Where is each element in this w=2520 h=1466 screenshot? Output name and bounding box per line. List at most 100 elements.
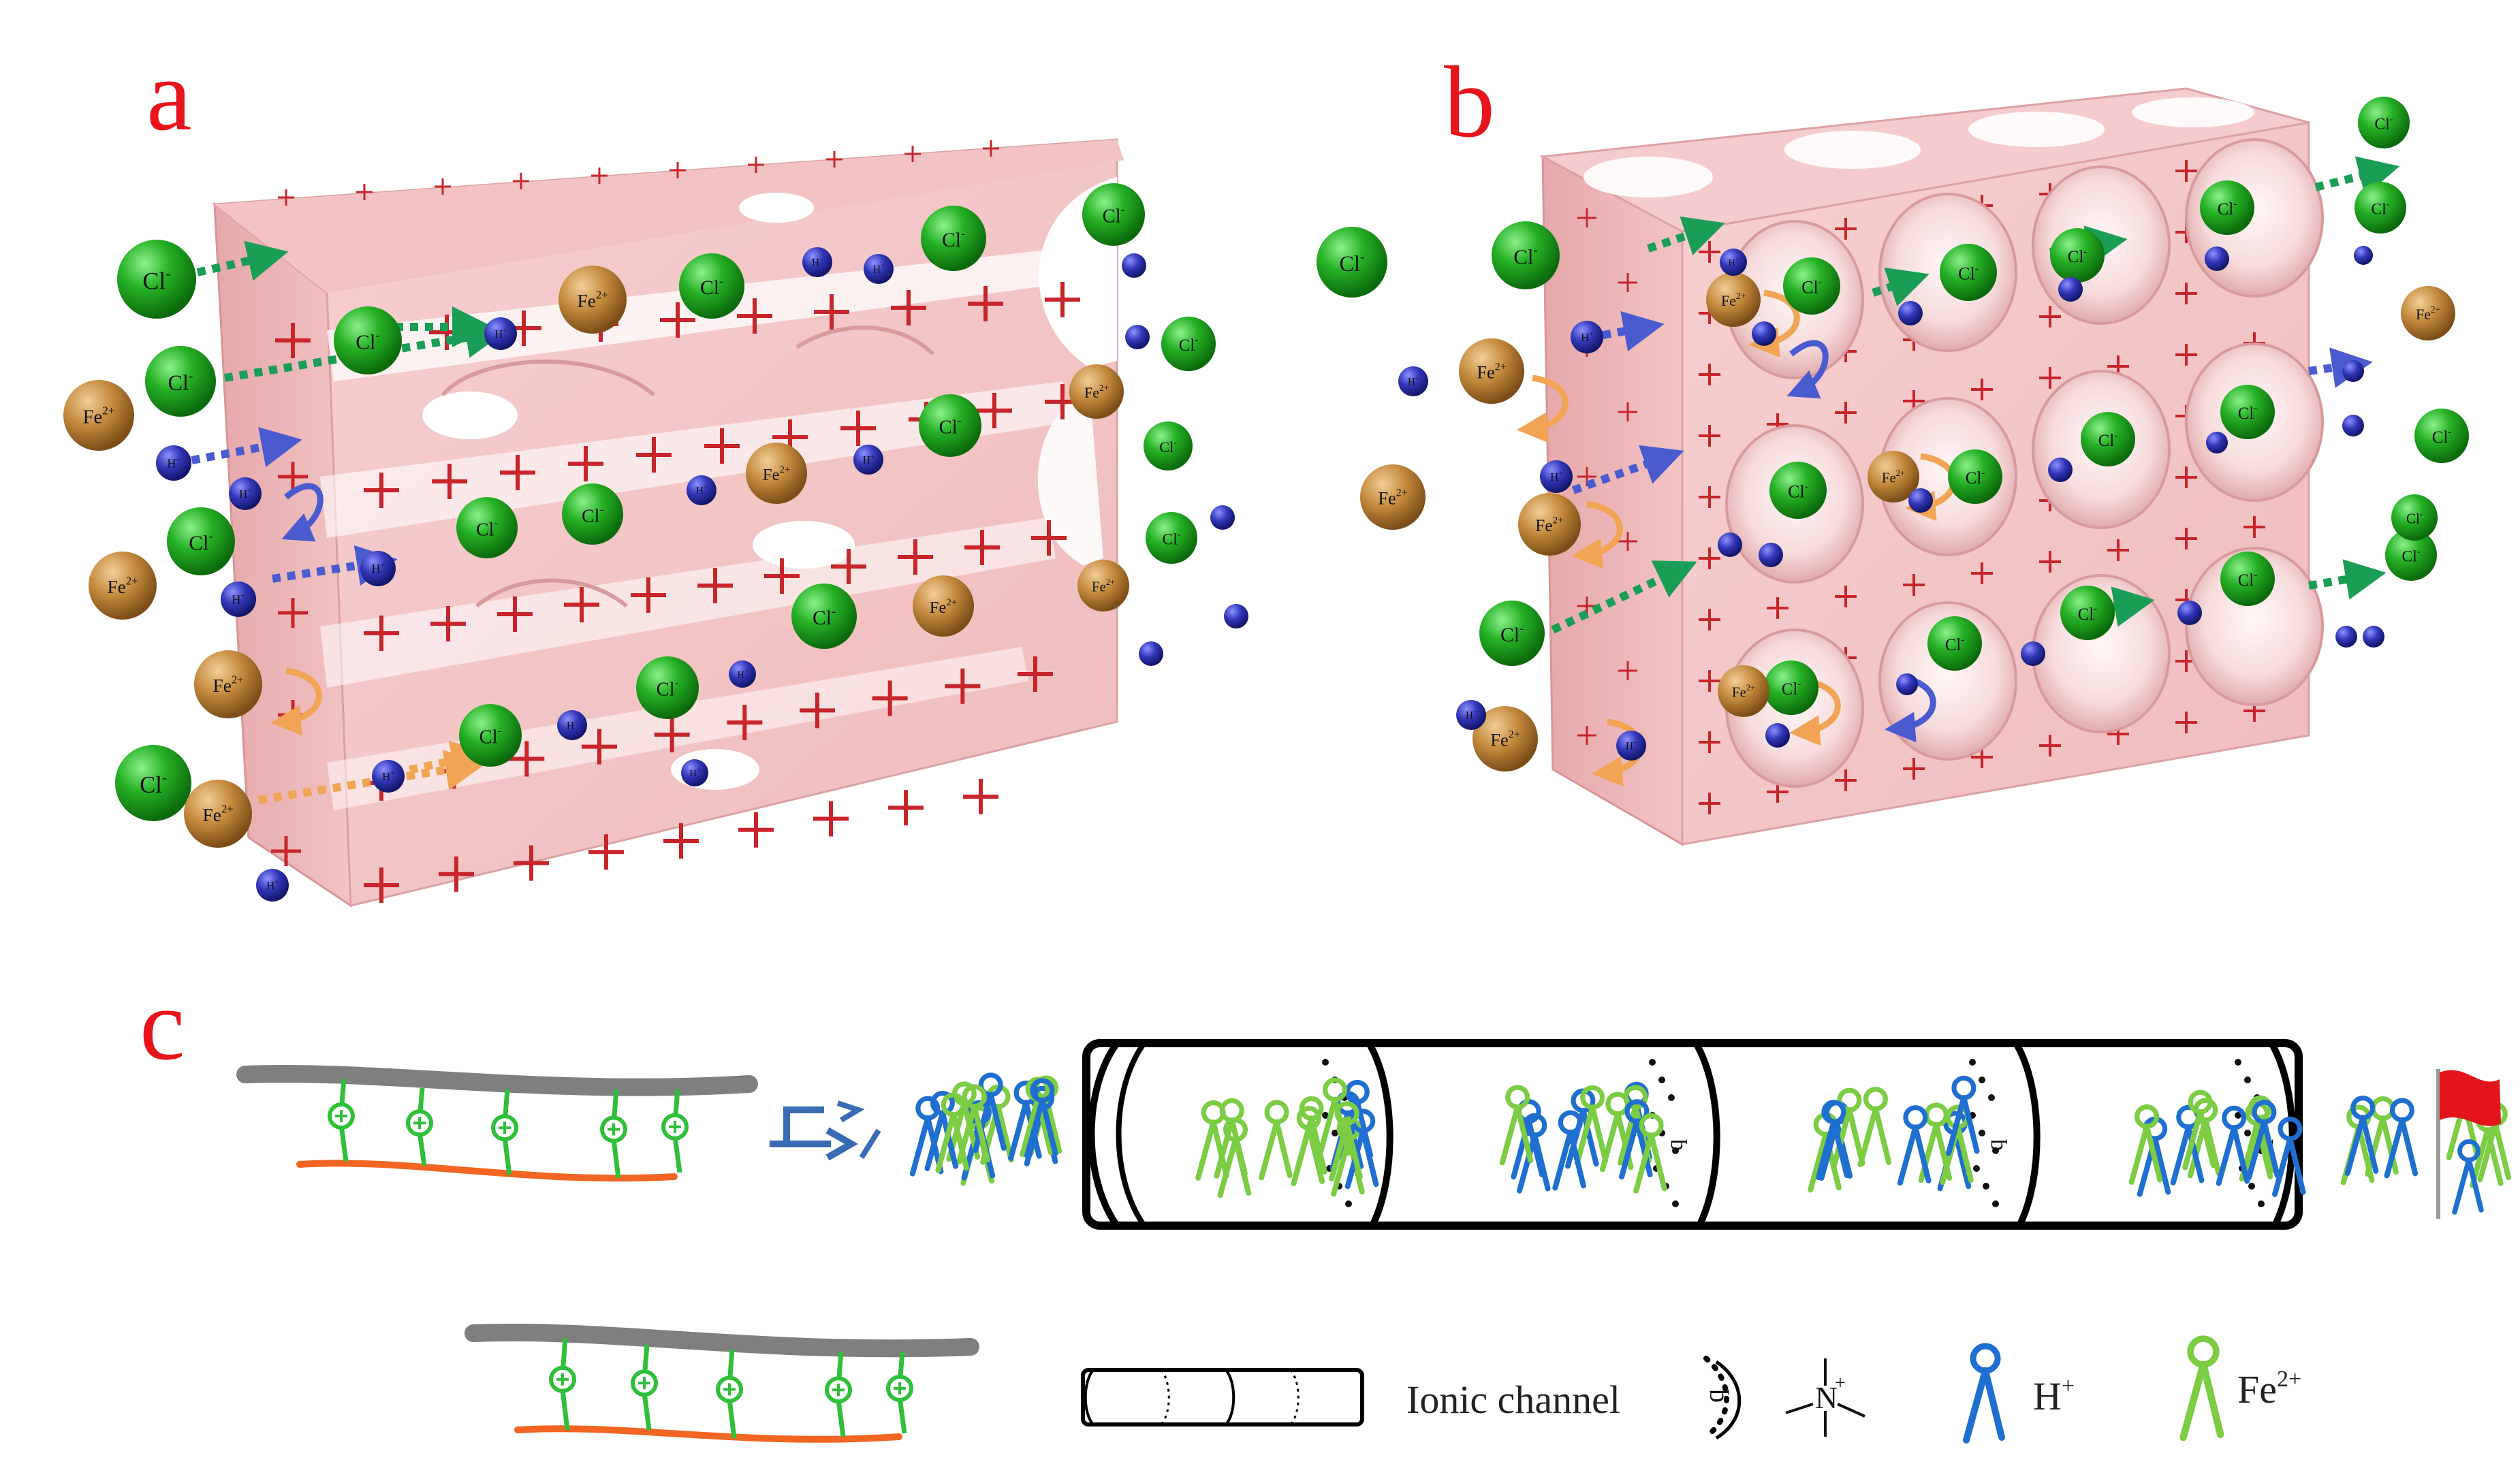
- h-figure-icon: [2216, 1105, 2250, 1186]
- plus-charge-icon: [497, 596, 533, 632]
- h-ion-icon: H+: [853, 445, 883, 475]
- cl-ion-icon: Cl-: [2081, 412, 2135, 466]
- ion-symbol: H: [1408, 377, 1415, 388]
- plus-charge-icon: [1577, 208, 1596, 227]
- fe-figure-icon: [1259, 1100, 1293, 1181]
- plus-charge-icon: [660, 302, 695, 338]
- ion-charge: -: [1975, 263, 1979, 274]
- plus-charge-icon: [364, 473, 399, 508]
- ion-charge: 2+: [596, 289, 608, 302]
- plus-charge-icon: [439, 856, 474, 892]
- plus-charge-icon: [831, 549, 866, 584]
- ion-symbol: H: [567, 720, 574, 732]
- h-figure-icon: [1816, 1100, 1850, 1181]
- ion-symbol: H: [696, 485, 704, 497]
- plus-charge-icon: [500, 455, 535, 490]
- membrane-a-right-opening-2: [1037, 388, 1103, 565]
- ion-symbol: Cl: [2078, 605, 2094, 624]
- legend-h-charge: +: [2062, 1373, 2075, 1399]
- plus-charge-icon: [1835, 586, 1857, 607]
- ion-charge: -: [376, 329, 380, 343]
- ion-label: Cl-: [2238, 403, 2257, 423]
- ion-symbol: Cl: [1966, 469, 1982, 488]
- fe-figure-icon: [1857, 1087, 1892, 1168]
- ion-charge: +: [1558, 470, 1562, 477]
- h-ion-icon: H+: [802, 247, 832, 277]
- legend-h-plus-label: H+: [2033, 1373, 2075, 1418]
- ion-charge: -: [2390, 114, 2393, 125]
- fixed-charge-dot: [1332, 1130, 1338, 1136]
- ion-charge: +: [274, 878, 279, 886]
- ion-symbol: Cl: [1788, 482, 1805, 502]
- legend-fe-text: Fe: [2237, 1367, 2277, 1412]
- cl-ion-icon: Cl-: [562, 483, 623, 545]
- ion-symbol: H: [239, 488, 247, 500]
- migration-arrow-icon: [258, 750, 486, 804]
- linker-charge-icon: [716, 1349, 743, 1439]
- ion-label: H+: [1626, 739, 1637, 752]
- ion-symbol: Fe: [1490, 730, 1508, 750]
- ion-label: Cl-: [1103, 204, 1125, 227]
- ion-charge: +: [1415, 375, 1419, 382]
- ion-label: Fe2+: [107, 575, 138, 597]
- ion-charge: -: [2254, 570, 2257, 581]
- plus-charge-icon: [963, 779, 998, 814]
- ion-label: H+: [371, 561, 384, 575]
- ion-label: Cl-: [1340, 250, 1365, 276]
- ion-charge: -: [1360, 250, 1364, 264]
- ion-symbol: Cl: [2372, 201, 2387, 219]
- linker-charge-icon: [491, 1089, 518, 1175]
- cl-ion-icon: Cl-: [1146, 512, 1197, 564]
- flag-icon: [2436, 1069, 2501, 1219]
- fe-ion-icon: Fe2+: [558, 266, 627, 334]
- legend-ionic-channel-label: Ionic channel: [1406, 1377, 1620, 1422]
- hopping-arrow-icon: [270, 667, 322, 736]
- plus-charge-icon: [1699, 670, 1720, 692]
- plus-charge-icon: [1618, 273, 1637, 292]
- ion-symbol: Cl: [1513, 245, 1533, 269]
- fe-ion-icon: Fe2+: [1518, 493, 1581, 556]
- ion-charge: +: [240, 592, 245, 600]
- ion-symbol: Cl: [2402, 548, 2418, 566]
- cl-ion-icon: Cl-: [2385, 529, 2437, 581]
- h-figure-icon: [2246, 1100, 2280, 1181]
- ion-label: H+: [1550, 470, 1562, 483]
- plus-charge-icon: [278, 189, 294, 206]
- cl-ion-icon: Cl-: [115, 745, 191, 821]
- transfer-arrow-icon: [770, 1100, 881, 1161]
- h-ion-icon: H+: [360, 551, 396, 586]
- ion-charge: -: [2094, 604, 2097, 615]
- ion-charge: -: [166, 265, 170, 281]
- ion-symbol: Cl: [356, 330, 375, 354]
- h-ion-icon: [2205, 246, 2229, 271]
- ion-label: Cl-: [1958, 263, 1979, 284]
- fe-figure-icon: [1574, 1085, 1609, 1166]
- h-figure-icon: [1945, 1075, 1980, 1156]
- linker-charge-icon: [549, 1337, 576, 1431]
- h-ion-icon: [1718, 532, 1742, 557]
- ion-charge: -: [599, 503, 603, 516]
- ion-label: Cl-: [1966, 468, 1985, 488]
- ion-charge: 2+: [126, 575, 138, 588]
- cl-ion-icon: Cl-: [1927, 616, 1982, 671]
- ion-symbol: Cl: [2238, 571, 2254, 590]
- ion-charge: -: [2233, 199, 2237, 210]
- ion-figures-in-channel: [909, 1072, 2512, 1215]
- plus-charge-icon: [1835, 218, 1857, 240]
- ion-label: Cl-: [2238, 570, 2257, 590]
- fe-ion-icon: Fe2+: [1360, 464, 1426, 530]
- ion-symbol: H: [1550, 471, 1558, 483]
- fe-ion-icon: Fe2+: [194, 650, 262, 718]
- ion-label: Cl-: [1782, 679, 1801, 699]
- ion-charge: -: [1534, 244, 1538, 258]
- plus-charge-icon: [430, 606, 466, 641]
- plus-charge-icon: [704, 428, 740, 464]
- fe-ion-icon: Fe2+: [89, 552, 157, 620]
- cl-ion-icon: Cl-: [334, 306, 402, 375]
- ion-symbol: Cl: [2218, 200, 2234, 219]
- fixed-charge-dot: [1649, 1059, 1656, 1066]
- ion-symbol: H: [1729, 258, 1735, 268]
- ion-symbol: Cl: [1958, 264, 1975, 284]
- fe-ion-icon: Fe2+: [63, 380, 134, 451]
- plus-charge-icon: [983, 140, 999, 157]
